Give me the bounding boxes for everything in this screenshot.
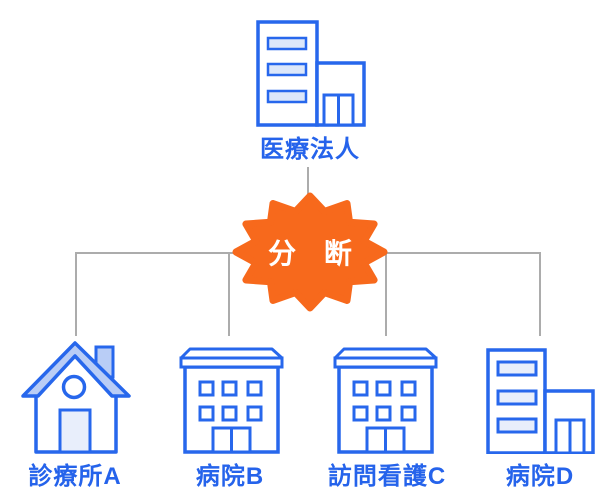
split-badge-label: 分 断 bbox=[268, 238, 362, 269]
house-icon bbox=[16, 336, 136, 456]
child-label-homecare-c: 訪問看護C bbox=[327, 463, 447, 490]
child-label-hospital-b: 病院B bbox=[195, 463, 265, 490]
office-building-icon bbox=[253, 16, 369, 128]
connector-drop-1 bbox=[75, 252, 77, 336]
root-label: 医療法人 bbox=[260, 136, 360, 163]
hospital-building-icon bbox=[330, 345, 440, 455]
connector-drop-3 bbox=[385, 252, 387, 336]
starburst-icon bbox=[232, 192, 388, 312]
child-label-clinic-a: 診療所A bbox=[28, 463, 122, 490]
connector-drop-2 bbox=[228, 252, 230, 336]
office-building-icon bbox=[486, 346, 598, 455]
child-label-hospital-d: 病院D bbox=[505, 463, 575, 490]
hospital-building-icon bbox=[176, 345, 286, 455]
split-badge: 分 断 bbox=[232, 192, 388, 312]
connector-drop-4 bbox=[539, 252, 541, 336]
